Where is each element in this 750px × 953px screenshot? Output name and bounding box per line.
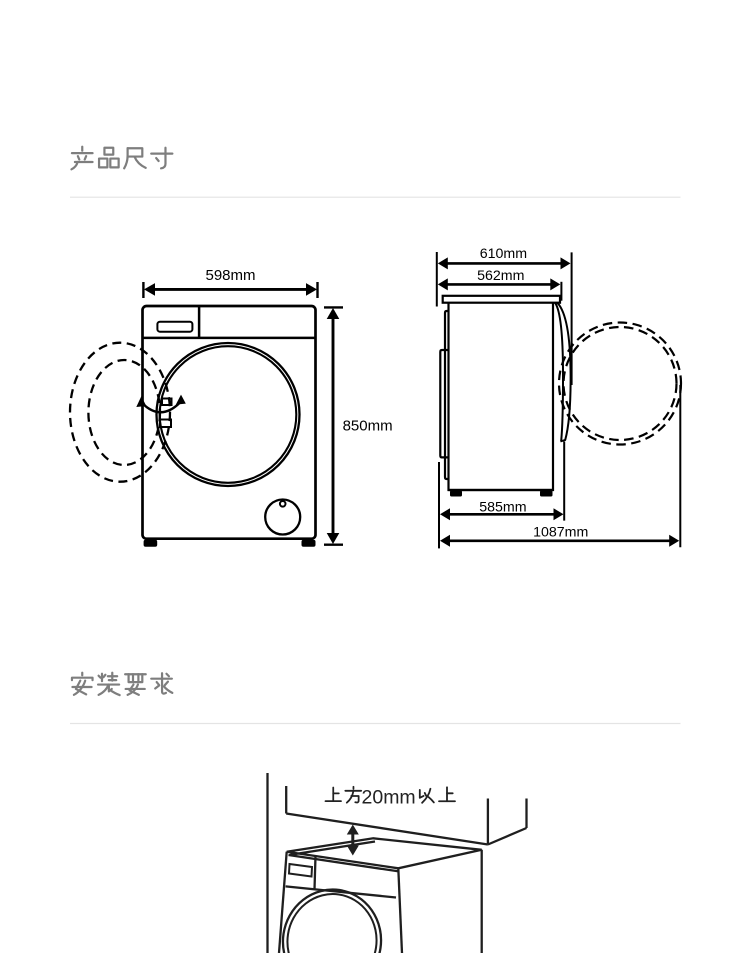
svg-text:585mm: 585mm (479, 499, 526, 515)
svg-text:20mm: 20mm (362, 787, 416, 809)
svg-text:562mm: 562mm (477, 268, 524, 284)
svg-text:850mm: 850mm (343, 417, 393, 434)
svg-text:598mm: 598mm (205, 267, 255, 284)
svg-text:1087mm: 1087mm (533, 524, 588, 540)
svg-text:610mm: 610mm (480, 246, 527, 262)
